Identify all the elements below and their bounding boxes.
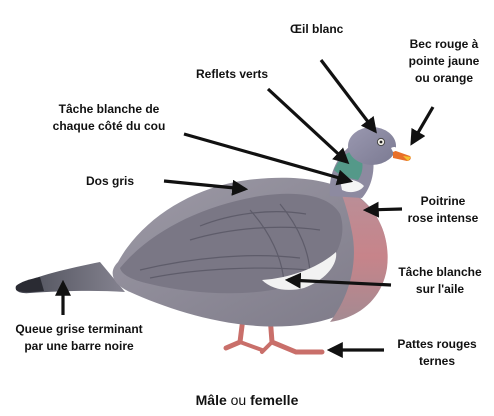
arrow-dos [164, 181, 245, 189]
arrow-poitrine [366, 209, 402, 210]
arrow-oeil [321, 60, 375, 131]
label-oeil: Œil blanc [290, 21, 343, 38]
label-dos: Dos gris [86, 173, 134, 190]
label-tache-aile: Tâche blanche sur l'aile [392, 264, 488, 298]
label-tache-cou: Tâche blanche de chaque côté du cou [34, 101, 184, 135]
caption-female: femelle [250, 392, 298, 408]
label-queue: Queue grise terminant par une barre noir… [4, 321, 154, 355]
caption-male: Mâle [196, 392, 227, 408]
label-pattes: Pattes rouges ternes [388, 336, 486, 370]
arrow-tache-aile [288, 280, 391, 285]
arrow-bec [412, 107, 433, 143]
label-reflets: Reflets verts [196, 66, 268, 83]
label-bec: Bec rouge à pointe jaune ou orange [400, 36, 488, 87]
caption-connector: ou [231, 392, 247, 408]
caption: Mâle ou femelle [0, 392, 494, 408]
label-poitrine: Poitrine rose intense [400, 193, 486, 227]
arrow-reflets [268, 89, 347, 162]
